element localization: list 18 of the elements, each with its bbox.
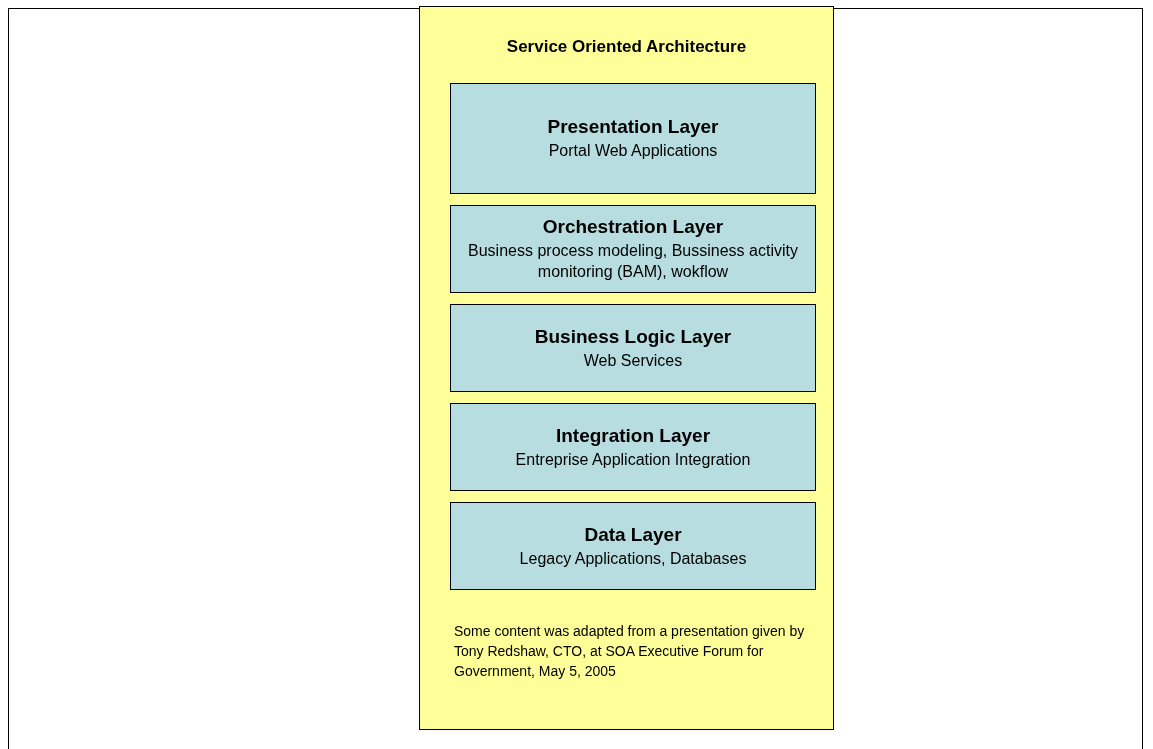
layer-title: Data Layer xyxy=(584,523,682,546)
layer-box xyxy=(450,83,816,194)
layer-description: Web Services xyxy=(583,350,683,371)
layer-description: Entreprise Application Integration xyxy=(515,449,751,470)
architecture-panel xyxy=(419,6,834,730)
layer-title: Integration Layer xyxy=(555,424,711,447)
layer-box xyxy=(450,304,816,392)
panel-title: Service Oriented Architecture xyxy=(505,37,748,57)
layer-title: Presentation Layer xyxy=(547,116,719,138)
layer-description: Legacy Applications, Databases xyxy=(519,548,747,569)
layer-box xyxy=(450,502,816,590)
layer-box xyxy=(450,205,816,293)
layer-title: Business Logic Layer xyxy=(534,325,732,348)
layer-title: Orchestration Layer xyxy=(542,216,724,238)
layer-box xyxy=(450,403,816,491)
source-note: Some content was adapted from a presentation given by Tony Redshaw, CTO, at SOA Executive Forum for Government, May 5, 2005 xyxy=(454,622,806,681)
layer-description: Business process modeling, Bussiness activity monitoring (BAM), wokflow xyxy=(467,241,799,282)
layer-description: Portal Web Applications xyxy=(548,141,718,161)
